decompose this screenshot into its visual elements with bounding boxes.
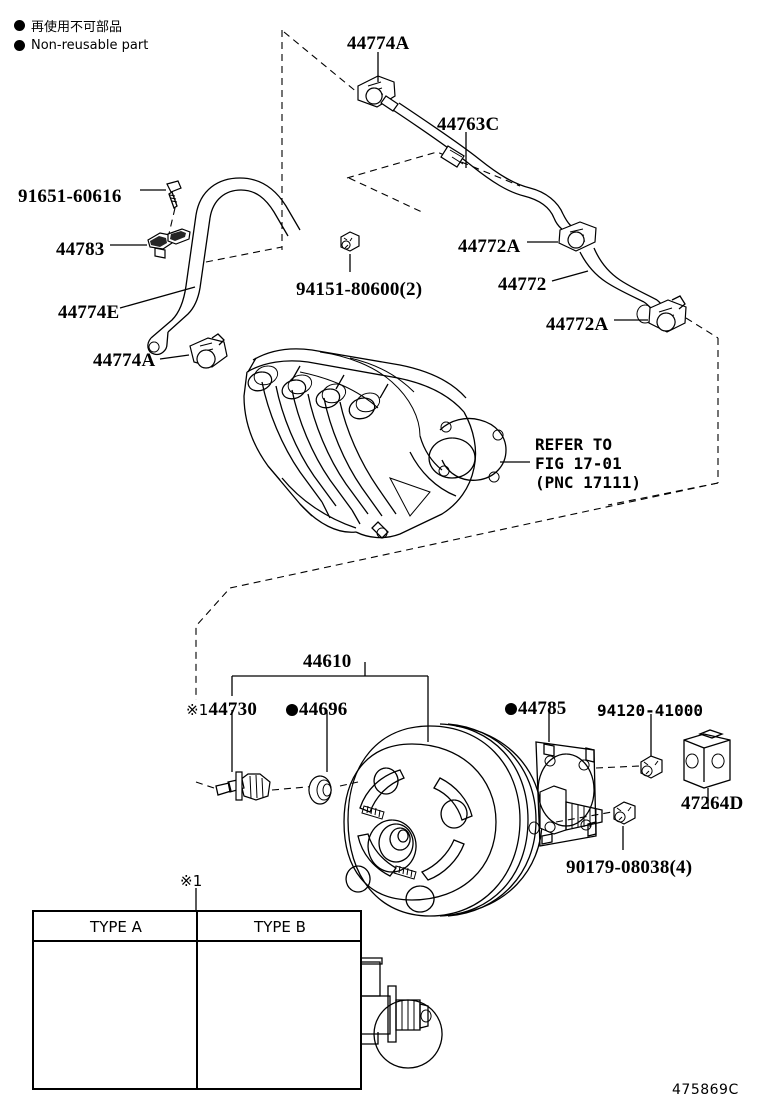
callout-44785-group: 44785 bbox=[505, 698, 567, 720]
clamp-44783-art bbox=[147, 228, 191, 259]
nut-94120-art bbox=[640, 755, 663, 779]
nut-94151-art bbox=[340, 231, 360, 252]
non-reusable-dot-icon bbox=[286, 704, 298, 716]
callout-44785: 44785 bbox=[518, 698, 567, 719]
callout-44696: 44696 bbox=[299, 699, 348, 720]
screw-91651-art bbox=[166, 180, 182, 210]
non-reusable-dot-icon bbox=[14, 40, 25, 51]
type-inset-divider bbox=[196, 912, 198, 1088]
callout-44763C: 44763C bbox=[437, 114, 500, 135]
callout-44772: 44772 bbox=[498, 274, 547, 295]
grommet-44696-art bbox=[308, 775, 332, 805]
clip-44772A-lower-art bbox=[648, 295, 687, 333]
gasket-44785-art bbox=[535, 741, 597, 847]
callout-44730: 44730 bbox=[208, 699, 258, 720]
clip-44772A-upper-art bbox=[558, 221, 597, 252]
star1-marker-icon: ※1 bbox=[186, 701, 209, 719]
refer-to-note: REFER TO FIG 17-01 (PNC 17111) bbox=[535, 435, 641, 492]
callout-44610: 44610 bbox=[303, 651, 352, 672]
callout-44696-group: 44696 bbox=[286, 699, 348, 721]
nut-90179-art bbox=[613, 801, 636, 825]
callout-44730-group: ※144730 bbox=[186, 699, 257, 721]
callout-47264D: 47264D bbox=[681, 793, 744, 814]
non-reusable-dot-icon bbox=[505, 703, 517, 715]
callout-44774E: 44774E bbox=[58, 302, 120, 323]
type-a-header: TYPE A bbox=[34, 912, 198, 942]
star1-marker-inset-icon: ※1 bbox=[180, 872, 203, 890]
diagram-code: 475869C bbox=[672, 1082, 739, 1098]
callout-44783: 44783 bbox=[56, 239, 105, 260]
callout-91651-60616: 91651-60616 bbox=[18, 186, 122, 207]
legend-label-en: Non-reusable part bbox=[31, 38, 149, 53]
type-inset-box: TYPE A TYPE B bbox=[32, 910, 362, 1090]
intake-manifold-art bbox=[243, 348, 507, 539]
brake-booster-art bbox=[343, 723, 603, 917]
bracket-47264D-art bbox=[683, 729, 731, 789]
legend-row-jp: 再使用不可部品 bbox=[14, 16, 122, 35]
callout-44774A-top: 44774A bbox=[347, 33, 410, 54]
hose-44774E-art bbox=[147, 177, 301, 356]
clip-44774A-left-art bbox=[189, 333, 228, 369]
callout-44772A-lower: 44772A bbox=[546, 314, 609, 335]
clip-44774A-top-art bbox=[357, 75, 396, 108]
legend-row-en: Non-reusable part bbox=[14, 38, 148, 53]
callout-44772A-upper: 44772A bbox=[458, 236, 521, 257]
callout-94120-41000: 94120-41000 bbox=[597, 701, 703, 720]
callout-94151-80600: 94151-80600(2) bbox=[296, 279, 423, 300]
callout-44774A-left: 44774A bbox=[93, 350, 156, 371]
hose-44772-art bbox=[579, 247, 667, 324]
legend-label-jp: 再使用不可部品 bbox=[31, 20, 123, 35]
non-reusable-dot-icon bbox=[14, 20, 25, 31]
valve-44730-art bbox=[215, 771, 271, 801]
callout-90179-08038: 90179-08038(4) bbox=[566, 857, 693, 878]
type-b-header: TYPE B bbox=[198, 912, 362, 942]
